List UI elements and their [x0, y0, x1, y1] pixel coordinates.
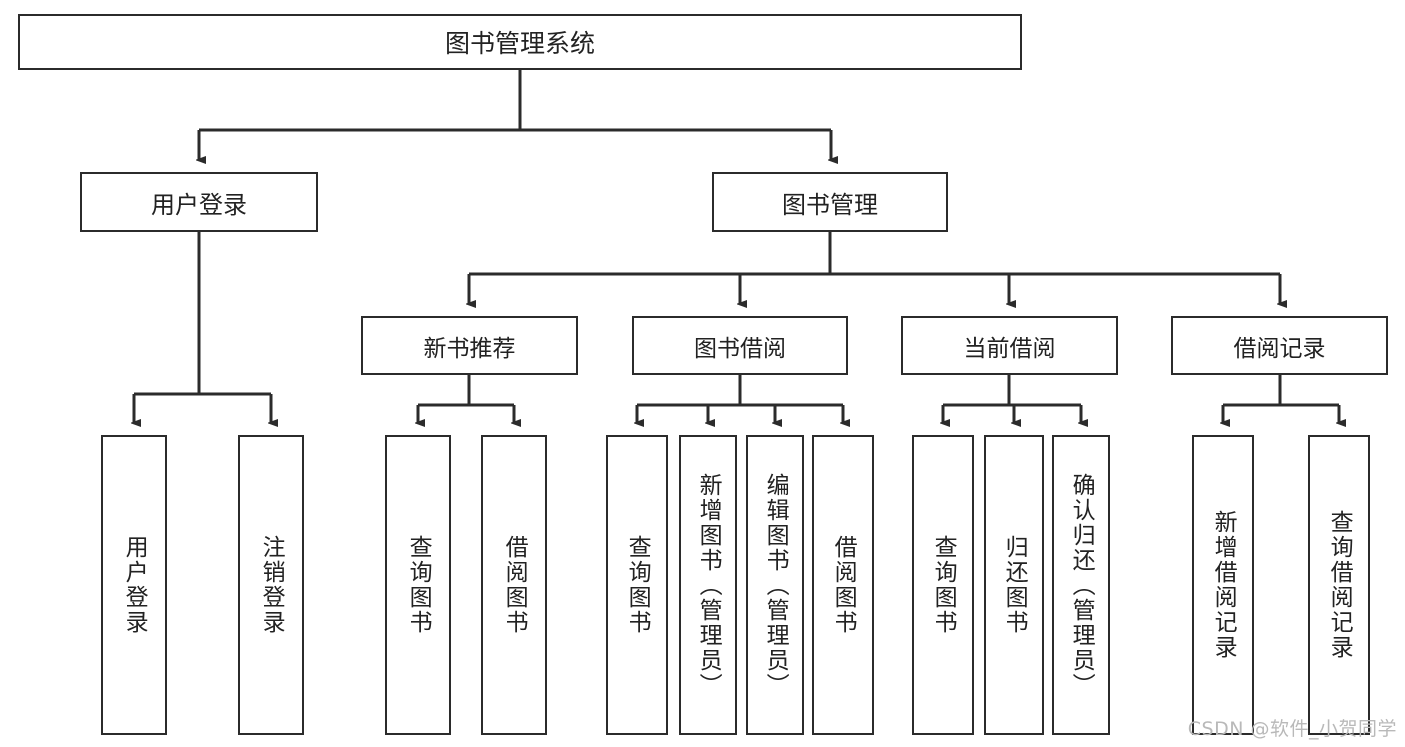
node-label: 确认归还（管理员） — [1068, 472, 1095, 698]
node-root[interactable]: 图书管理系统 — [18, 14, 1022, 70]
node-new-book-recommend[interactable]: 新书推荐 — [361, 316, 578, 375]
node-leaf-borrow-book-recommend[interactable]: 借阅图书 — [481, 435, 547, 735]
node-user-login[interactable]: 用户登录 — [80, 172, 318, 232]
node-leaf-add-borrow-record[interactable]: 新增借阅记录 — [1192, 435, 1254, 735]
node-label: 借阅图书 — [501, 535, 528, 635]
node-leaf-query-book-recommend[interactable]: 查询图书 — [385, 435, 451, 735]
node-leaf-confirm-return-admin[interactable]: 确认归还（管理员） — [1052, 435, 1110, 735]
node-leaf-query-book-current[interactable]: 查询图书 — [912, 435, 974, 735]
node-label: 新增借阅记录 — [1210, 510, 1237, 660]
node-leaf-user-login[interactable]: 用户登录 — [101, 435, 167, 735]
node-label: 借阅图书 — [830, 535, 857, 635]
node-label: 新增图书（管理员） — [695, 472, 722, 698]
node-leaf-edit-book-admin[interactable]: 编辑图书（管理员） — [746, 435, 804, 735]
node-label: 查询图书 — [405, 535, 432, 635]
node-label: 用户登录 — [121, 535, 148, 635]
node-borrow-record[interactable]: 借阅记录 — [1171, 316, 1388, 375]
node-label: 当前借阅 — [963, 335, 1056, 362]
node-label: 注销登录 — [258, 535, 285, 635]
node-current-borrow[interactable]: 当前借阅 — [901, 316, 1118, 375]
node-leaf-query-book-borrow[interactable]: 查询图书 — [606, 435, 668, 735]
node-label: 新书推荐 — [423, 335, 516, 362]
node-label: 图书管理 — [782, 190, 878, 219]
node-book-manage[interactable]: 图书管理 — [712, 172, 948, 232]
node-leaf-add-book-admin[interactable]: 新增图书（管理员） — [679, 435, 737, 735]
node-leaf-borrow-book[interactable]: 借阅图书 — [812, 435, 874, 735]
node-label: 图书借阅 — [694, 335, 786, 362]
node-book-borrow[interactable]: 图书借阅 — [632, 316, 848, 375]
node-label: 图书管理系统 — [444, 29, 595, 58]
node-label: 用户登录 — [151, 190, 247, 219]
node-label: 归还图书 — [1001, 535, 1028, 635]
node-label: 借阅记录 — [1233, 335, 1326, 362]
node-label: 编辑图书（管理员） — [762, 472, 789, 698]
node-leaf-user-logout[interactable]: 注销登录 — [238, 435, 304, 735]
node-leaf-query-borrow-record[interactable]: 查询借阅记录 — [1308, 435, 1370, 735]
node-label: 查询图书 — [930, 535, 957, 635]
node-label: 查询借阅记录 — [1326, 510, 1353, 660]
node-label: 查询图书 — [624, 535, 651, 635]
node-leaf-return-book[interactable]: 归还图书 — [984, 435, 1044, 735]
